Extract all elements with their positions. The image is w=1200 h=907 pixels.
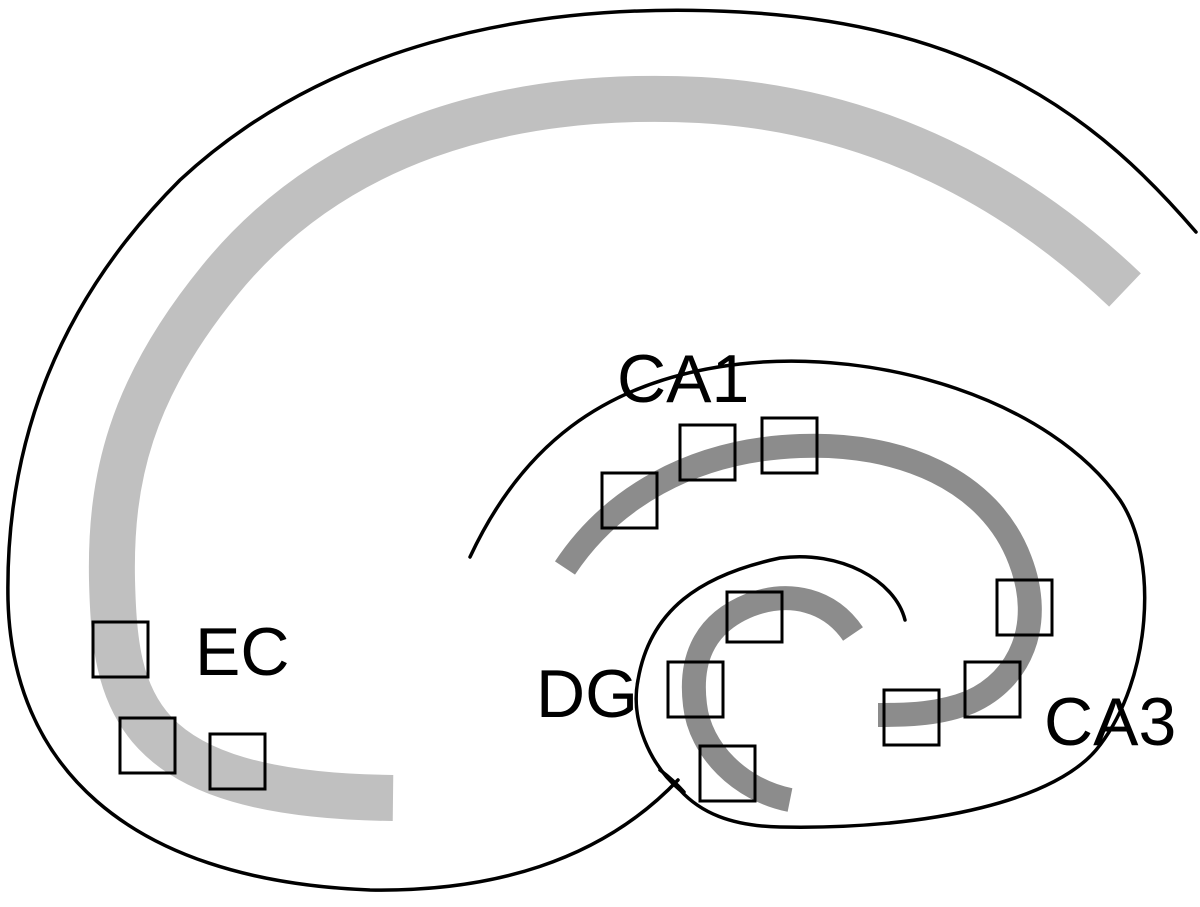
ca3-roi-box xyxy=(963,660,1022,719)
ca1-roi-box xyxy=(600,471,659,530)
ca1-roi-box xyxy=(678,423,737,482)
dg-roi-box xyxy=(666,660,725,719)
ca3-label: CA3 xyxy=(1044,684,1176,760)
ca3-roi-box xyxy=(882,688,941,747)
hippocampus-outline xyxy=(468,359,1147,829)
dg-roi-box xyxy=(698,744,757,803)
dg-label: DG xyxy=(536,656,638,732)
ec-roi-box xyxy=(91,620,150,679)
outer-cortex-outline xyxy=(6,8,1198,892)
dentate-gyrus-band xyxy=(681,586,863,812)
ca1-label: CA1 xyxy=(617,341,749,417)
ec-label: EC xyxy=(195,614,289,690)
dentate-gyrus-tip xyxy=(658,768,686,794)
ec-roi-box xyxy=(118,716,177,775)
ca1-roi-box xyxy=(760,416,819,475)
dg-roi-box xyxy=(725,590,784,644)
entorhinal-cortex-band xyxy=(88,75,1141,821)
ec-roi-box xyxy=(208,732,267,791)
ca3-roi-box xyxy=(995,578,1054,637)
